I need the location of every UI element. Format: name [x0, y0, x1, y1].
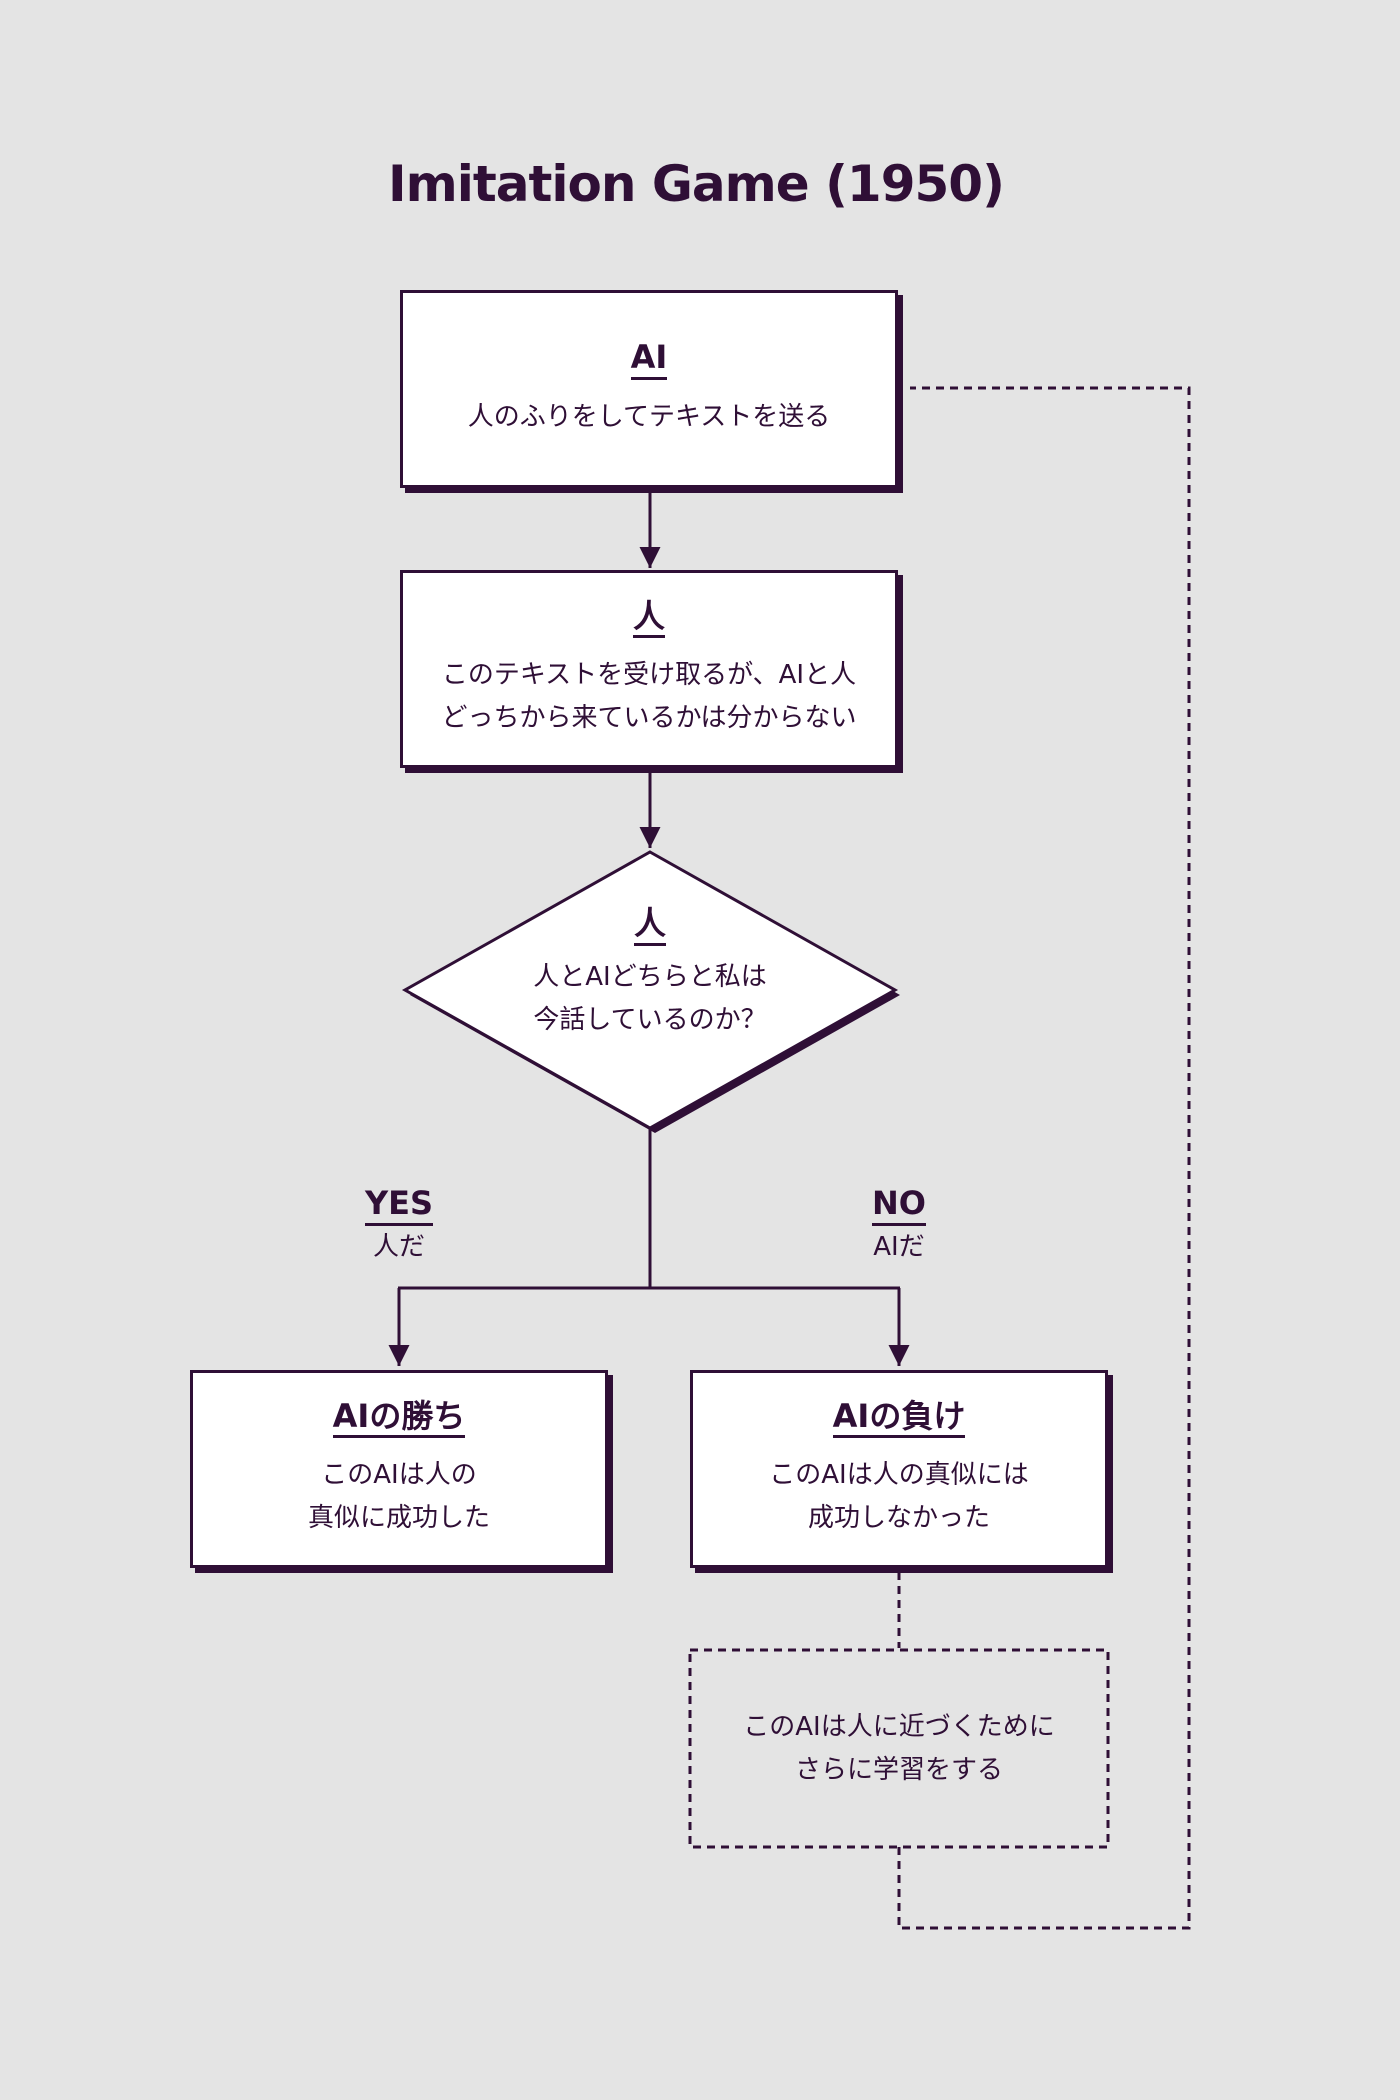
- ai-node: AI 人のふりをしてテキストを送る: [400, 290, 898, 488]
- branch-yes-sub: 人だ: [372, 1231, 425, 1262]
- human-node-line2: どっちから来ているかは分からない: [441, 703, 857, 734]
- decision-node-line2: 今話しているのか？: [533, 1004, 767, 1035]
- ai-win-node: AIの勝ち このAIは人の 真似に成功した: [190, 1370, 608, 1568]
- ai-win-line2: 真似に成功した: [307, 1503, 490, 1534]
- human-node: 人 このテキストを受け取るが、AIと人 どっちから来ているかは分からない: [400, 570, 898, 768]
- ai-lose-node: AIの負け このAIは人の真似には 成功しなかった: [690, 1370, 1108, 1568]
- ai-win-heading: AIの勝ち: [332, 1397, 466, 1439]
- decision-node-heading: 人: [633, 905, 666, 946]
- branch-no-label: NO AIだ: [799, 1185, 999, 1263]
- diagram-title: Imitation Game (1950): [388, 155, 1005, 213]
- ai-lose-heading: AIの負け: [832, 1397, 966, 1439]
- feedback-loop-line: [897, 386, 1191, 1930]
- branch-yes-label: YES 人だ: [299, 1185, 499, 1263]
- decision-node-label: 人 人とAIどちらと私は 今話しているのか？: [450, 905, 850, 1085]
- learn-line2: さらに学習をする: [794, 1754, 1003, 1785]
- ai-lose-line2: 成功しなかった: [807, 1503, 990, 1534]
- learn-line1: このAIは人に近づくために: [743, 1711, 1055, 1742]
- ai-node-heading: AI: [630, 339, 668, 380]
- decision-node-line1: 人とAIどちらと私は: [533, 961, 767, 992]
- branch-no-heading: NO: [872, 1185, 926, 1226]
- learn-node: このAIは人に近づくために さらに学習をする: [690, 1650, 1108, 1847]
- human-node-line1: このテキストを受け取るが、AIと人: [441, 660, 857, 691]
- branch-yes-heading: YES: [364, 1185, 434, 1226]
- branch-no-sub: AIだ: [873, 1231, 925, 1262]
- ai-win-line1: このAIは人の: [321, 1460, 477, 1491]
- ai-node-text: 人のふりをしてテキストを送る: [467, 401, 831, 432]
- ai-lose-line1: このAIは人の真似には: [769, 1460, 1029, 1491]
- human-node-heading: 人: [632, 597, 665, 639]
